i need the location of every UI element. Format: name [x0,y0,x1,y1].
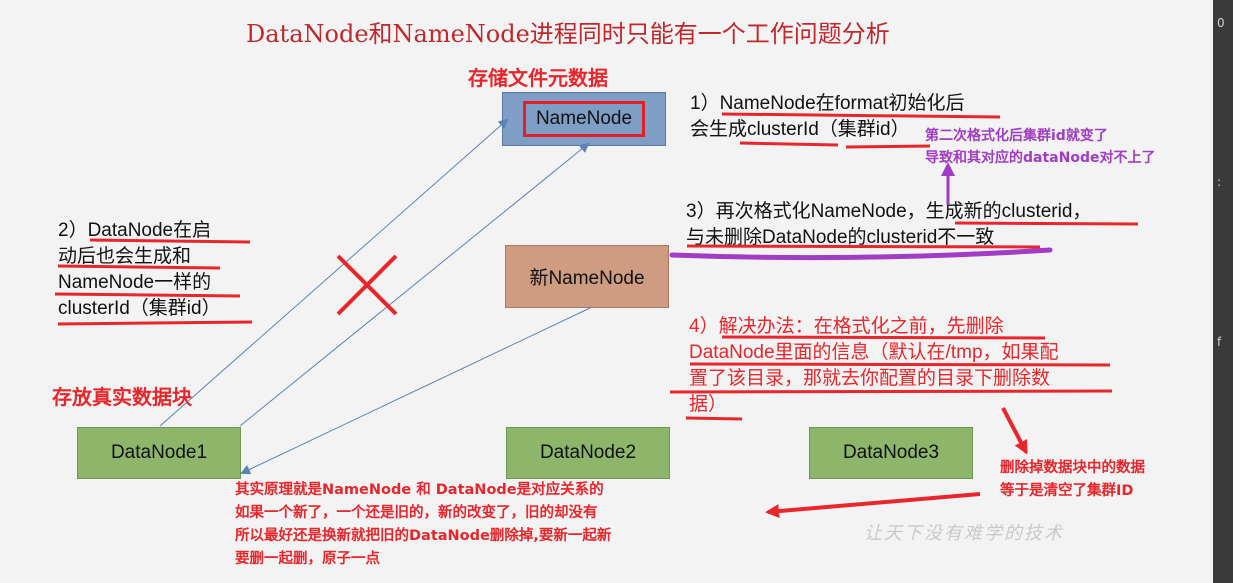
datanode3-box: DataNode3 [809,427,973,479]
cross-mark-b [336,254,398,316]
right-note-line-1: 删除掉数据块中的数据 [1000,460,1145,476]
note-1-line-2: 会生成clusterId（集群id） [690,119,910,140]
storage-block-label: 存放真实数据块 [52,385,192,409]
note-purple: 第二次格式化后集群id就变了 导致和其对应的dataNode对不上了 [925,125,1155,169]
note-4-line-3: 置了该目录，那就去你配置的目录下删除数 [689,368,1051,389]
datanode1-box: DataNode1 [77,427,241,479]
red-arrow-to-bottom-note [765,492,981,519]
note-3-line-2: 与未删除DataNode的clusterid不一致 [686,227,995,248]
panel-glyph-1: 0 [1217,16,1225,30]
watermark: 让天下没有难学的技术 [864,523,1064,544]
namenode-box: NameNode [502,92,666,146]
note-1-line-1: 1）NameNode在format初始化后 [690,93,965,114]
panel-glyph-3: f [1217,335,1222,349]
note-4-line-1: 4）解决办法：在格式化之前，先删除 [689,316,1004,337]
cross-mark-a [336,254,398,316]
panel-glyph-2: : [1217,175,1222,189]
new-namenode-box: 新NameNode [505,245,669,308]
bottom-note-line-2: 如果一个新了，一个还是旧的，新的改变了，旧的却没有 [235,505,598,521]
datanode2-label: DataNode2 [539,442,637,463]
new-namenode-label: 新NameNode [529,268,645,289]
datanode2-box: DataNode2 [506,427,670,479]
datanode1-label: DataNode1 [110,442,208,463]
note-2-line-2: 动后也会生成和 [58,246,192,267]
note-2-line-4: clusterId（集群id） [58,298,221,319]
note-2: 2）DataNode在启 动后也会生成和 NameNode一样的 cluster… [58,218,221,322]
underline-note1-b [739,141,839,147]
bottom-note-line-1: 其实原理就是NameNode 和 DataNode是对应关系的 [235,482,604,498]
note-3: 3）再次格式化NameNode，生成新的clusterid， 与未删除DataN… [686,199,1091,251]
note-3-line-1: 3）再次格式化NameNode，生成新的clusterid， [686,201,1092,222]
namenode-label: NameNode [522,101,646,137]
note-purple-line-1: 第二次格式化后集群id就变了 [925,128,1108,144]
underline-note2-d [57,320,253,326]
note-1: 1）NameNode在format初始化后 会生成clusterId（集群id） [690,91,965,143]
bottom-note-line-3: 所以最好还是换新就把旧的DataNode删除掉,要新一起新 [235,528,612,544]
purple-bracket [669,247,1053,261]
datanode3-label: DataNode3 [842,442,940,463]
bottom-note: 其实原理就是NameNode 和 DataNode是对应关系的 如果一个新了，一… [235,479,611,571]
note-2-line-1: 2）DataNode在启 [58,220,212,241]
note-purple-line-2: 导致和其对应的dataNode对不上了 [925,150,1156,166]
right-note-line-2: 等于是清空了集群ID [1000,483,1134,499]
underline-note1-c [845,144,931,149]
bottom-note-line-4: 要删一起删，原子一点 [235,551,380,567]
underline-note4-d [685,416,743,421]
note-4-line-4: 据） [689,394,728,415]
slide-title: DataNode和NameNode进程同时只能有一个工作问题分析 [246,20,890,48]
right-note: 删除掉数据块中的数据 等于是清空了集群ID [1000,457,1145,503]
right-side-panel: 0 : f [1213,0,1233,583]
note-2-line-3: NameNode一样的 [58,272,212,293]
note-4: 4）解决办法：在格式化之前，先删除 DataNode里面的信息（默认在/tmp，… [689,314,1059,418]
note-4-line-2: DataNode里面的信息（默认在/tmp，如果配 [689,342,1059,363]
storage-meta-label: 存储文件元数据 [468,66,608,90]
